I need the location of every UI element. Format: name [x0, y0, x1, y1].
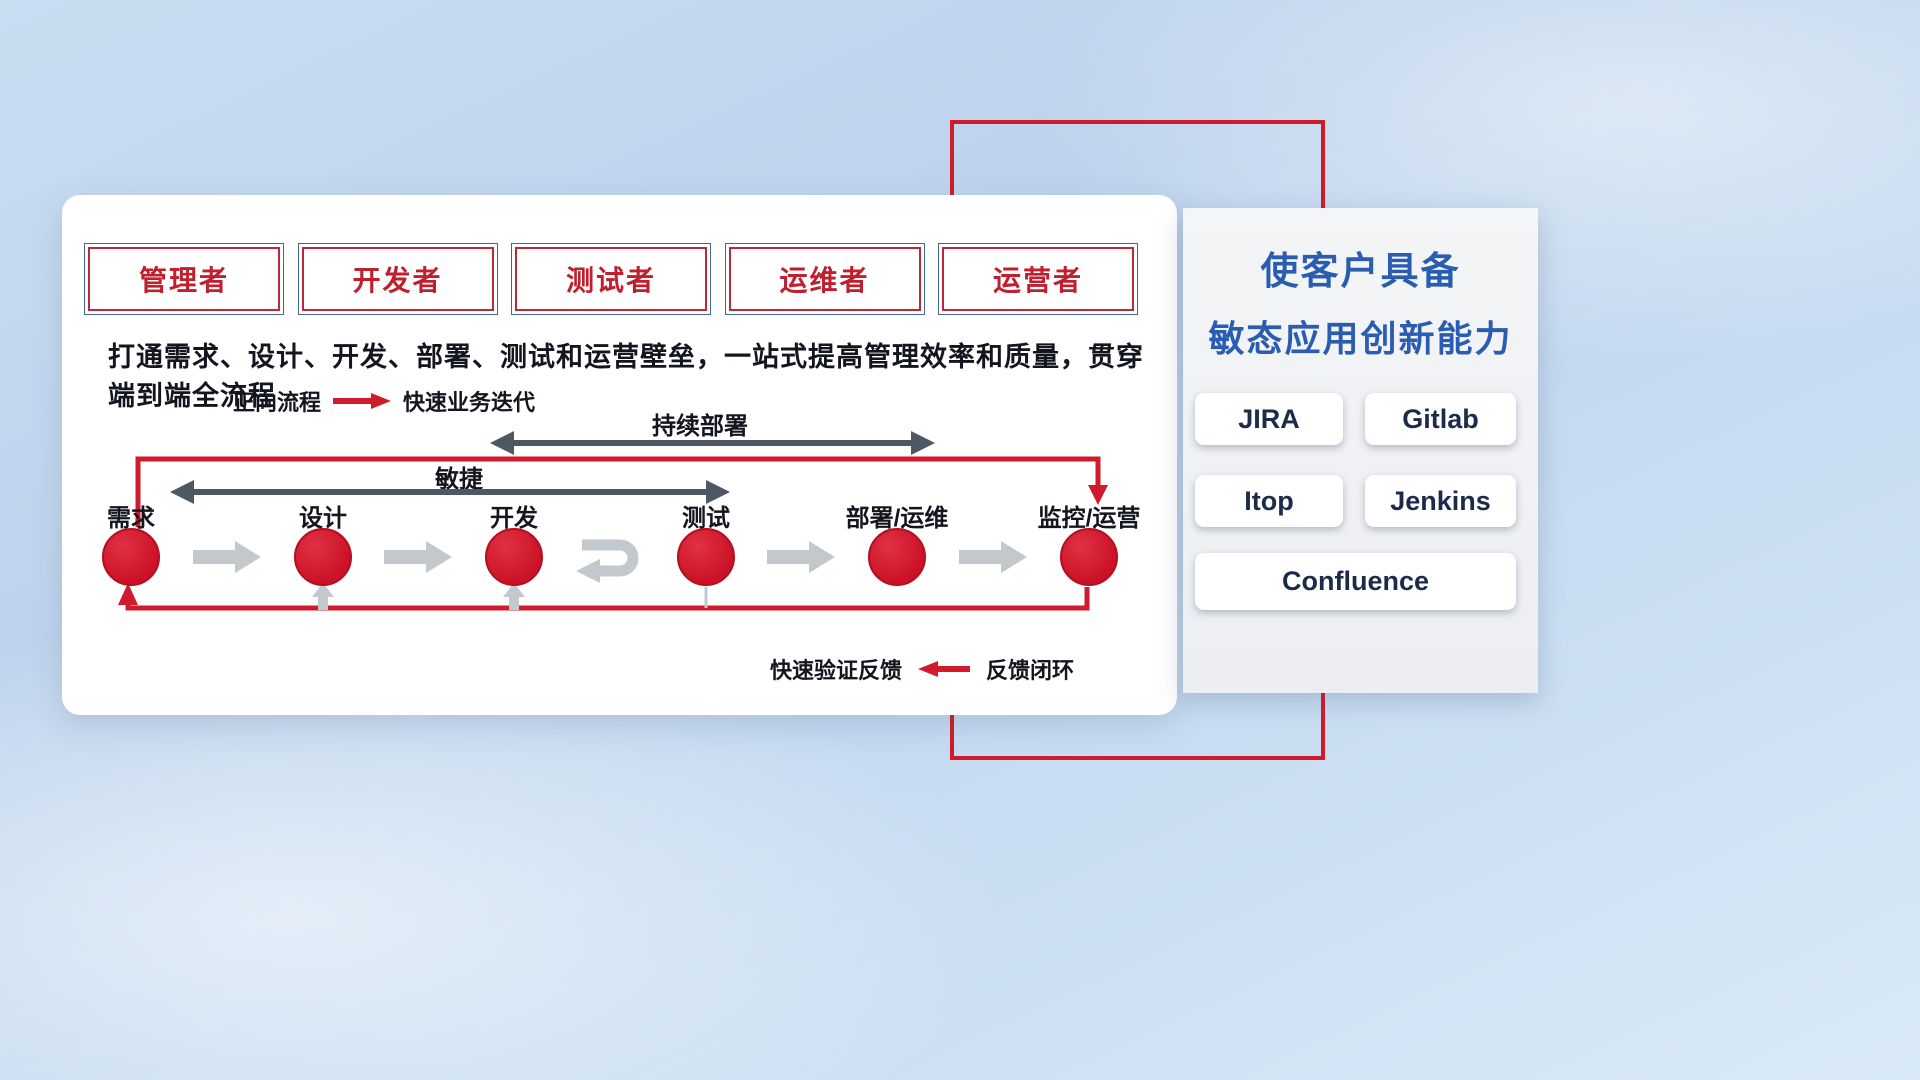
agile-label: 敏捷 — [435, 466, 483, 493]
description-text: 打通需求、设计、开发、部署、测试和运营壁垒，一站式提高管理效率和质量，贯穿端到端… — [108, 342, 1144, 411]
role-label: 测试者 — [565, 265, 656, 296]
flow-node-monitor-operate — [1060, 528, 1118, 586]
continuous-deploy-label: 持续部署 — [652, 413, 748, 440]
role-box-ops: 运维者 — [724, 243, 925, 315]
tool-label: Jenkins — [1390, 485, 1491, 516]
tool-chip-gitlab: Gitlab — [1365, 393, 1516, 445]
tool-chip-jenkins: Jenkins — [1365, 475, 1516, 527]
node-label-deploy-ops: 部署/运维 — [845, 505, 949, 532]
iterate-uturn-arrow — [576, 539, 639, 583]
role-label: 运营者 — [992, 265, 1083, 296]
legend-feedback-label: 快速验证反馈 — [770, 658, 903, 683]
flow-node-design — [294, 528, 352, 586]
role-box-manager: 管理者 — [84, 243, 284, 315]
tool-label: JIRA — [1238, 403, 1300, 434]
feedback-loop-arrow — [118, 583, 1090, 611]
legend-feedback-loop: 快速验证反馈 反馈闭环 — [770, 653, 1074, 685]
legend-forward-flow: 正向流程 快速业务迭代 — [233, 385, 535, 417]
node-label-design: 设计 — [299, 505, 347, 532]
left-arrow-icon — [918, 661, 971, 677]
tool-label: Confluence — [1281, 566, 1429, 596]
tool-chip-confluence: Confluence — [1195, 553, 1516, 610]
role-box-tester: 测试者 — [511, 243, 711, 315]
feedback-connectors — [312, 583, 708, 610]
role-label: 运维者 — [779, 265, 870, 296]
tool-chip-itop: Itop — [1195, 475, 1343, 527]
tool-label: Itop — [1244, 485, 1294, 516]
legend-forward-label: 正向流程 — [233, 390, 322, 415]
role-label: 管理者 — [138, 265, 229, 296]
node-label-monitor-operate: 监控/运营 — [1037, 505, 1141, 532]
capability-panel: 使客户具备 敏态应用创新能力 JIRA Gitlab Itop Jenkins … — [1183, 208, 1538, 693]
panel-title-line1: 使客户具备 — [1260, 251, 1461, 293]
tool-label: Gitlab — [1402, 403, 1479, 434]
flow-node-requirement — [102, 528, 160, 586]
node-label-requirement: 需求 — [107, 505, 155, 532]
tool-chip-jira: JIRA — [1195, 393, 1343, 445]
role-box-developer: 开发者 — [297, 243, 498, 315]
role-box-row: 管理者 开发者 测试者 运维者 运营者 — [84, 243, 1138, 315]
flow-node-deploy-ops — [868, 528, 926, 586]
right-arrow-icon — [333, 393, 392, 409]
node-label-develop: 开发 — [490, 505, 538, 532]
legend-feedback-value: 反馈闭环 — [986, 658, 1075, 683]
node-label-test: 测试 — [682, 505, 730, 532]
panel-title-line2: 敏态应用创新能力 — [1208, 318, 1513, 359]
devops-flow-card: 管理者 开发者 测试者 运维者 运营者 打通需求、设计、开发、部署、测试和运营壁… — [62, 195, 1177, 715]
legend-forward-value: 快速业务迭代 — [403, 390, 536, 415]
flow-node-test — [677, 528, 735, 586]
role-box-operator: 运营者 — [938, 243, 1138, 315]
role-label: 开发者 — [352, 265, 443, 296]
flow-node-develop — [485, 528, 543, 586]
